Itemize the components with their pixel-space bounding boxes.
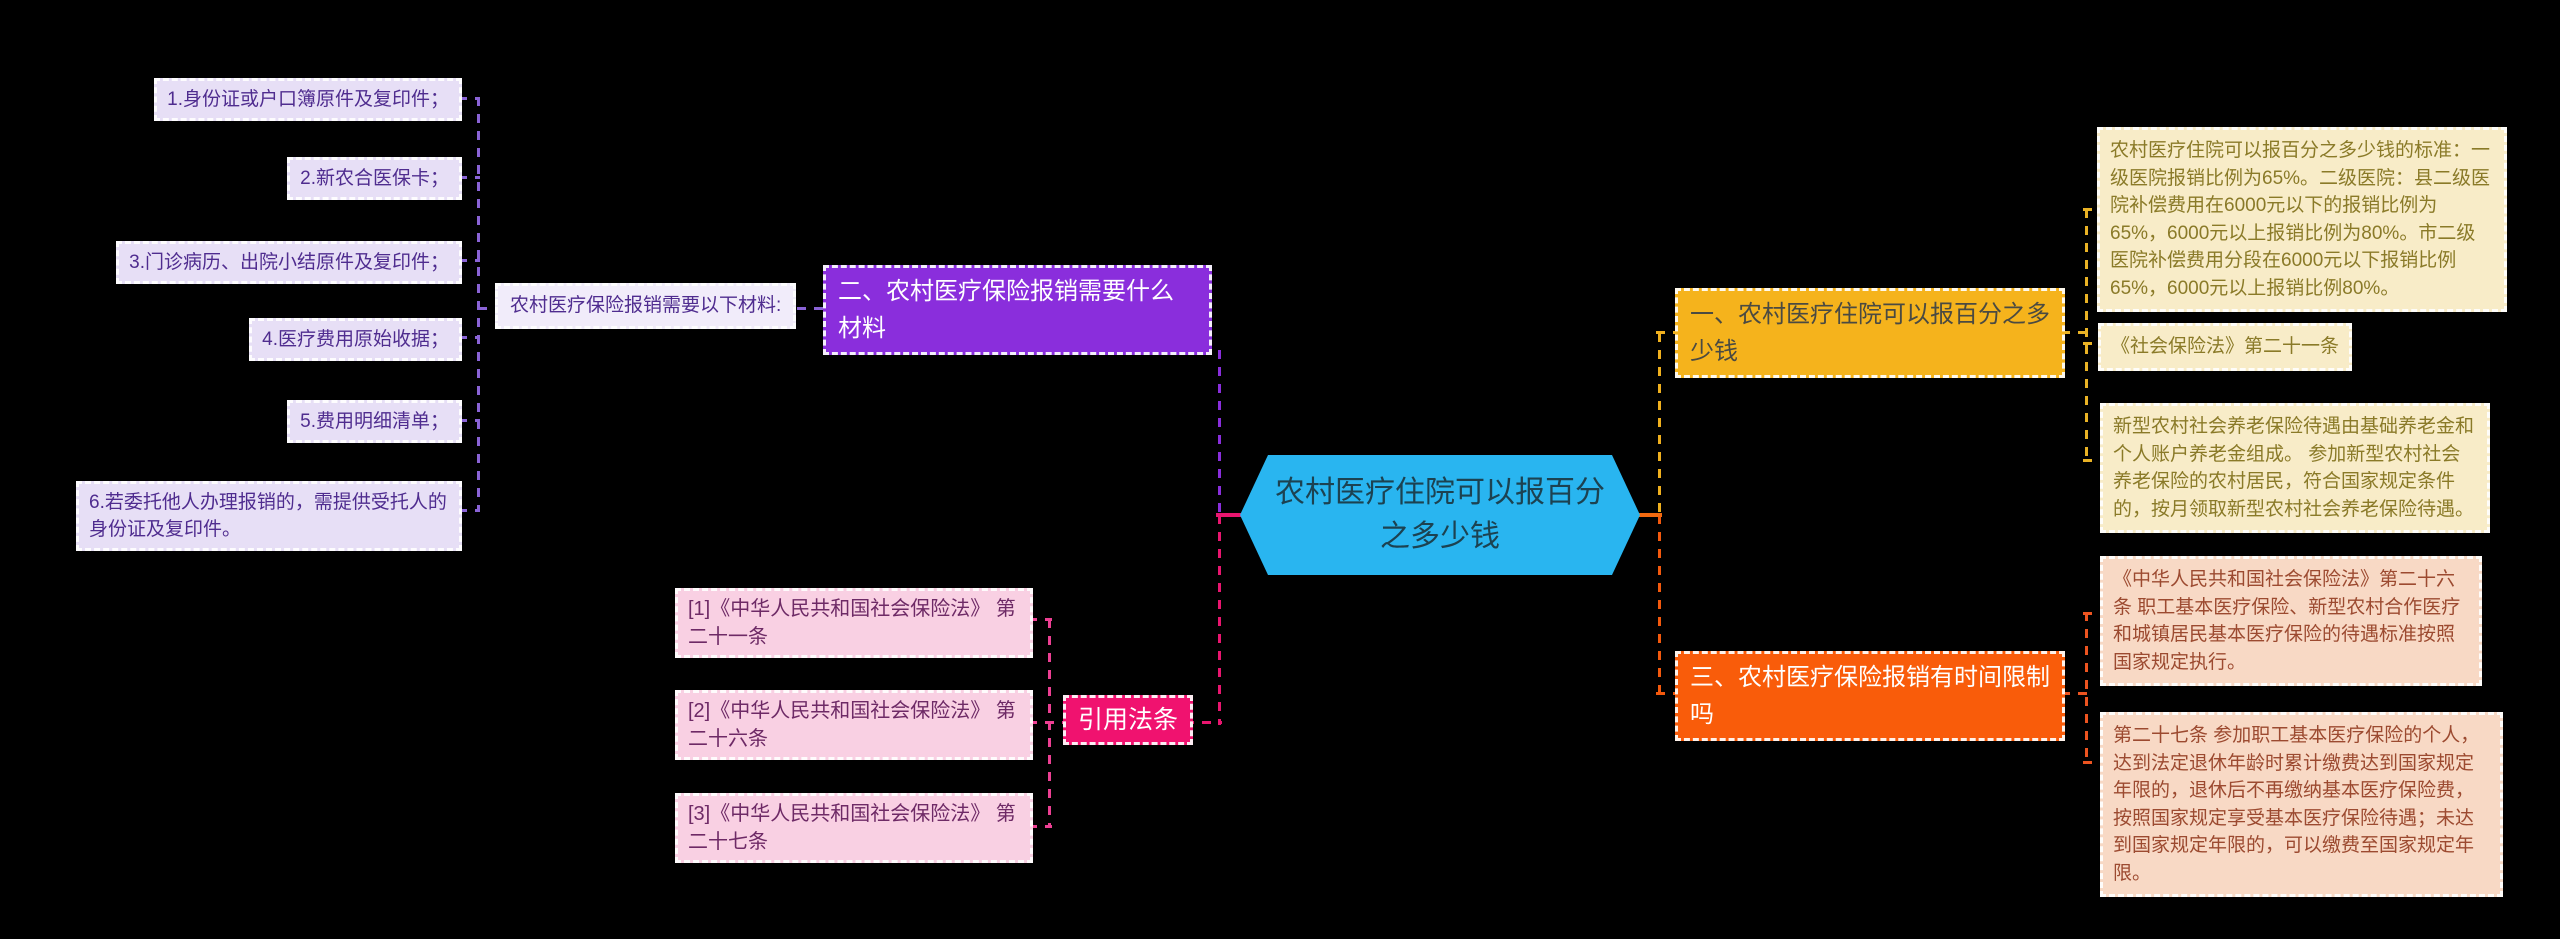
- connector-percentage-detail-2: [2083, 342, 2103, 345]
- connector-timelimit-detail-2: [2083, 761, 2105, 764]
- connector-percentage-vline: [2085, 209, 2088, 462]
- topic-cited-laws[interactable]: 引用法条: [1063, 695, 1194, 745]
- node-material-item-6[interactable]: 6.若委托他人办理报销的，需提供受托人的身份证及复印件。: [76, 481, 462, 551]
- node-timelimit-detail-2[interactable]: 第二十七条 参加职工基本医疗保险的个人，达到法定退休年龄时累计缴费达到国家规定年…: [2100, 712, 2503, 897]
- node-percentage-detail-2[interactable]: 《社会保险法》第二十一条: [2098, 323, 2353, 371]
- connector-law-item-1: [1028, 618, 1052, 621]
- connector-main-purple-vline: [1218, 350, 1221, 515]
- node-law-item-2[interactable]: [2]《中华人民共和国社会保险法》 第二十六条: [675, 690, 1033, 760]
- connector-material-item-6: [458, 509, 480, 512]
- connector-materials-intro-right: [780, 307, 828, 310]
- node-material-item-2[interactable]: 2.新农合医保卡；: [287, 157, 462, 200]
- connector-timelimit-heading-left: [1656, 692, 1680, 695]
- connector-material-item-1: [458, 97, 480, 100]
- node-materials-intro[interactable]: 农村医疗保险报销需要以下材料:: [495, 283, 797, 329]
- connector-main-pink-vline: [1218, 515, 1221, 725]
- node-material-item-3[interactable]: 3.门诊病历、出院小结原件及复印件；: [116, 241, 462, 284]
- topic-materials[interactable]: 二、农村医疗保险报销需要什么材料: [823, 265, 1212, 355]
- connector-central-right-stub: [1636, 513, 1662, 517]
- connector-percentage-heading-right: [2061, 331, 2088, 334]
- connector-percentage-detail-3: [2083, 459, 2105, 462]
- topic-percentage[interactable]: 一、农村医疗住院可以报百分之多少钱: [1675, 288, 2065, 378]
- connector-main-orange-vline: [1658, 515, 1661, 695]
- connector-material-item-4: [458, 336, 480, 339]
- node-law-item-3[interactable]: [3]《中华人民共和国社会保险法》 第二十七条: [675, 793, 1033, 863]
- node-material-item-1[interactable]: 1.身份证或户口簿原件及复印件；: [154, 78, 462, 121]
- connector-law-item-3: [1028, 825, 1052, 828]
- connector-material-item-2: [458, 176, 480, 179]
- connector-material-item-3: [458, 259, 480, 262]
- connector-timelimit-detail-1: [2083, 612, 2105, 615]
- connector-material-item-5: [458, 419, 480, 422]
- connector-laws-heading-right: [1168, 721, 1222, 724]
- node-timelimit-detail-1[interactable]: 《中华人民共和国社会保险法》第二十六条 职工基本医疗保险、新型农村合作医疗和城镇…: [2100, 556, 2482, 686]
- connector-timelimit-heading-right: [2061, 692, 2088, 695]
- connector-law-item-2: [1028, 721, 1070, 724]
- node-material-item-5[interactable]: 5.费用明细清单；: [287, 400, 462, 443]
- connector-materials-items-vline: [477, 97, 480, 511]
- connector-percentage-detail-1: [2083, 208, 2103, 211]
- central-topic[interactable]: 农村医疗住院可以报百分之多少钱: [1240, 455, 1640, 575]
- connector-central-left-stub: [1216, 513, 1242, 517]
- connector-main-yellow-vline: [1658, 333, 1661, 515]
- node-material-item-4[interactable]: 4.医疗费用原始收据；: [249, 318, 462, 361]
- connector-materials-intro-left: [478, 307, 500, 310]
- connector-timelimit-vline: [2085, 612, 2088, 764]
- node-percentage-detail-3[interactable]: 新型农村社会养老保险待遇由基础养老金和个人账户养老金组成。 参加新型农村社会养老…: [2100, 403, 2490, 533]
- topic-time-limit[interactable]: 三、农村医疗保险报销有时间限制吗: [1675, 651, 2065, 741]
- node-law-item-1[interactable]: [1]《中华人民共和国社会保险法》 第二十一条: [675, 588, 1033, 658]
- node-percentage-detail-1[interactable]: 农村医疗住院可以报百分之多少钱的标准：一级医院报销比例为65%。二级医院：县二级…: [2097, 127, 2507, 312]
- connector-percentage-heading-left: [1656, 331, 1680, 334]
